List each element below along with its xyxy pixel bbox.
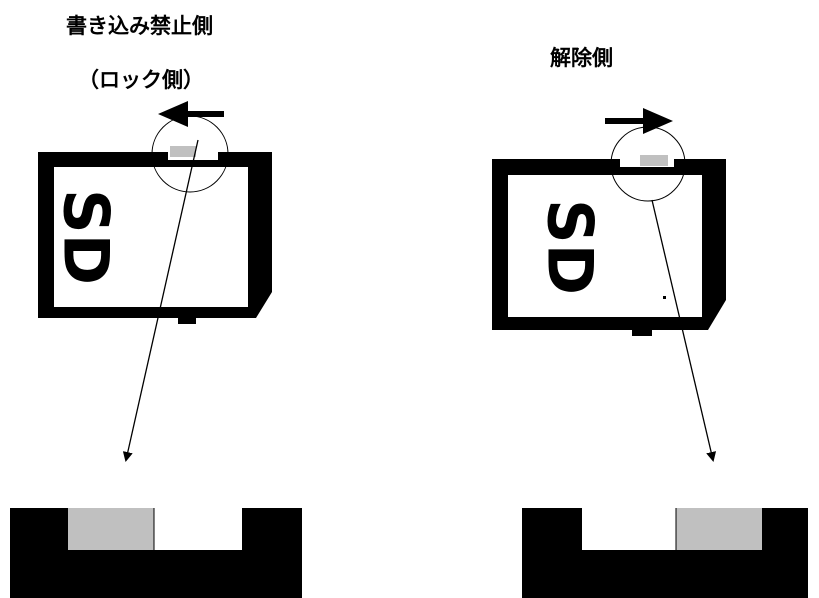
sd-card-label: SD: [50, 189, 123, 285]
sd-card-label: SD: [534, 199, 607, 295]
zoom-pointer-arrow: [651, 199, 717, 462]
lock-slide-arrow-icon: [158, 101, 224, 127]
sd-card-unlocked: SD: [492, 155, 726, 336]
switch-closeup-locked: [10, 508, 302, 598]
lock-side-title: 書き込み禁止側: [66, 14, 213, 38]
lock-side-subtitle: （ロック側）: [78, 68, 204, 92]
zoom-circle: [610, 126, 686, 202]
card-face: [508, 175, 702, 317]
zoom-circle: [151, 115, 229, 193]
zoom-pointer-arrow: [122, 139, 199, 462]
write-protect-switch: [640, 155, 668, 166]
switch-slider-closeup: [676, 508, 762, 550]
sd-card-locked: SD: [38, 146, 272, 324]
write-protect-switch: [170, 146, 196, 157]
switch-closeup-unlocked: [522, 508, 808, 598]
unlock-side-title: 解除側: [550, 46, 613, 70]
card-face: [54, 167, 248, 307]
switch-slider-closeup: [68, 508, 154, 550]
